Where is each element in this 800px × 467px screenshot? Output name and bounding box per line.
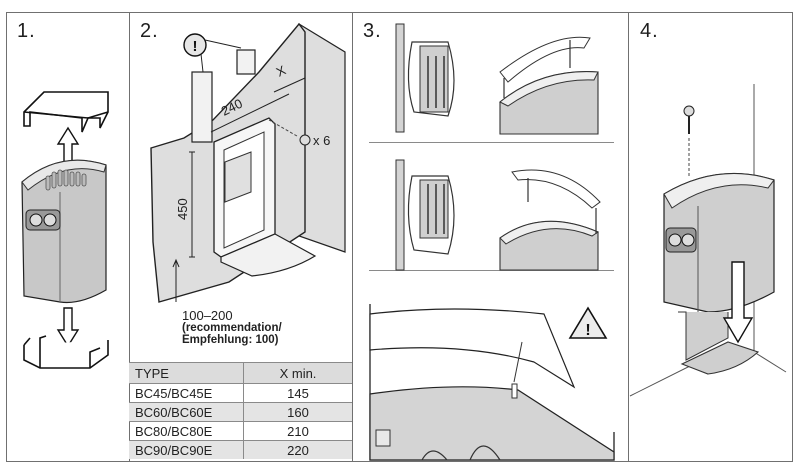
panel-divider	[628, 12, 629, 462]
recommendation-text-de: Empfehlung: 100)	[182, 334, 279, 346]
warning-triangle-icon: !	[568, 306, 608, 339]
column-header-type: TYPE	[129, 362, 244, 384]
section-divider	[369, 270, 614, 271]
model-cell: BC45/BC45E	[129, 383, 244, 403]
floor-clearance-value: 100–200	[182, 308, 233, 323]
arrow-up-icon	[56, 126, 80, 166]
panel-divider	[352, 12, 353, 462]
heater-body	[21, 159, 107, 304]
bottom-tray	[23, 335, 109, 369]
step-2-illustration: ! 240 X 450 x 6	[150, 22, 346, 303]
top-cover	[23, 91, 109, 133]
warning-icon	[183, 33, 207, 57]
svg-text:x 6: x 6	[313, 133, 330, 148]
panel-divider	[129, 12, 130, 462]
step-number: 2.	[140, 20, 159, 42]
model-cell: BC90/BC90E	[129, 440, 244, 459]
svg-text:!: !	[193, 38, 198, 55]
step-number: 4.	[640, 20, 659, 42]
table-row: BC90/BC90E 220	[129, 440, 352, 459]
model-cell: BC60/BC60E	[129, 402, 244, 422]
model-cell: BC80/BC80E	[129, 421, 244, 441]
instruction-frame	[6, 12, 793, 462]
x-min-cell: 220	[243, 440, 352, 459]
step-1-illustration	[21, 91, 109, 369]
column-header-x-min: X min.	[243, 362, 352, 384]
step-number: 1.	[17, 20, 36, 42]
screw-icon	[299, 134, 311, 146]
table-row: BC60/BC60E 160	[129, 402, 352, 422]
screw-icon	[683, 105, 695, 176]
arrow-down-icon	[56, 307, 80, 348]
table-header-row: TYPE X min.	[129, 362, 352, 384]
recommendation-text: (recommendation/	[182, 322, 282, 334]
x-min-cell: 160	[243, 402, 352, 422]
svg-text:450: 450	[175, 198, 190, 220]
table-row: BC45/BC45E 145	[129, 383, 352, 403]
step-number: 3.	[363, 20, 382, 42]
batten	[236, 49, 256, 75]
x-min-cell: 145	[243, 383, 352, 403]
svg-text:!: !	[585, 322, 590, 339]
floor-clearance-note: 100–200 (recommendation/ Empfehlung: 100…	[182, 309, 282, 346]
arrow-down-icon	[722, 261, 754, 344]
step-4-illustration	[629, 84, 787, 397]
section-divider	[369, 142, 614, 143]
step-3-illustration: !	[369, 23, 615, 461]
batten	[191, 71, 213, 143]
x-min-cell: 210	[243, 421, 352, 441]
table-row: BC80/BC80E 210	[129, 421, 352, 441]
clearance-table: TYPE X min. BC45/BC45E 145 BC60/BC60E 16…	[129, 362, 352, 459]
